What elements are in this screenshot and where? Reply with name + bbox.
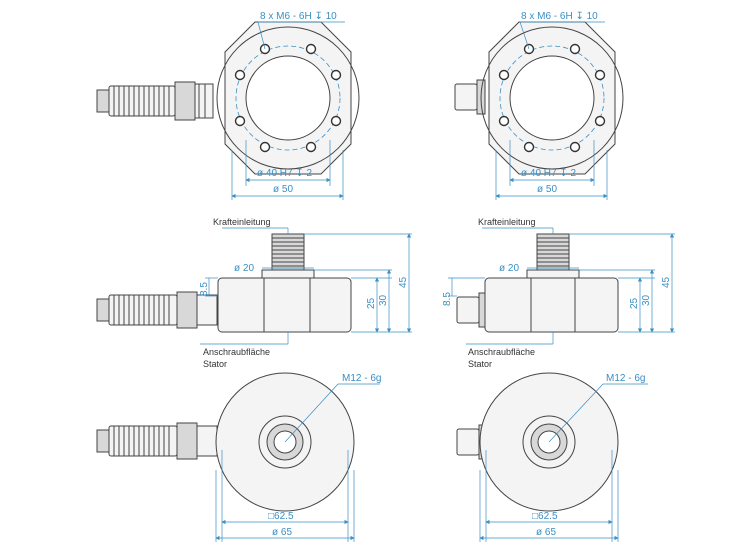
mounting-surface-label-left: Anschraubfläche	[203, 347, 270, 357]
body-side-left	[217, 277, 352, 333]
side-view-left: Krafteinleitung ø 20 8.5 25 30 45 Anschr…	[96, 217, 412, 369]
cable-gland-left	[96, 81, 214, 121]
dim-45-label-right: 45	[661, 276, 672, 288]
stator-label-right: Stator	[468, 359, 492, 369]
bolt-holes-right	[498, 43, 606, 153]
force-input-label-right: Krafteinleitung	[478, 217, 536, 227]
thread-holes-label-left: 8 x M6 - 6H ↧ 10	[260, 11, 337, 22]
body-side-right	[484, 277, 619, 333]
bore-label-left: ø 40 H7 ↧ 2	[257, 168, 313, 179]
square-62-5-label-right: □62.5	[532, 511, 558, 522]
dim-30-label-right: 30	[641, 294, 652, 306]
bolt-circle-left	[235, 45, 341, 151]
connector-right-top	[454, 79, 486, 115]
cable-side-left	[96, 291, 218, 329]
dim-30-label-left: 30	[378, 294, 389, 306]
top-view-right: 8 x M6 - 6H ↧ 10 ø 40 H7 ↧ 2 ø 50	[454, 11, 624, 200]
mounting-surface-label-right: Anschraubfläche	[468, 347, 535, 357]
dim-8-5-label-left: 8.5	[199, 282, 210, 296]
bore-right	[509, 55, 595, 141]
threaded-stud-left	[261, 233, 315, 279]
connector-side-right	[456, 292, 486, 328]
cable-bottom-left	[96, 422, 218, 460]
bottom-view-left: M12 - 6g □62.5 ø 65	[96, 372, 381, 542]
bolt-holes-left	[234, 43, 342, 153]
dim-25-label-left: 25	[366, 297, 377, 309]
stator-label-left: Stator	[203, 359, 227, 369]
square-62-5-label-left: □62.5	[268, 511, 294, 522]
flange-circle-left	[216, 26, 360, 170]
thread-holes-label-right: 8 x M6 - 6H ↧ 10	[521, 11, 598, 22]
bottom-view-right: M12 - 6g □62.5 ø 65	[456, 372, 648, 542]
dia-20-label-right: ø 20	[499, 263, 519, 274]
bore-left	[245, 55, 331, 141]
top-view-left: 8 x M6 - 6H ↧ 10 ø 40 H7 ↧ 2 ø 50	[96, 11, 360, 200]
center-thread-label-right: M12 - 6g	[606, 373, 645, 384]
dim-8-5-label-right: 8.5	[442, 292, 453, 306]
center-thread-label-left: M12 - 6g	[342, 373, 381, 384]
dim-45-label-left: 45	[398, 276, 409, 288]
dia-50-label-right: ø 50	[537, 184, 557, 195]
dia-20-label-left: ø 20	[234, 263, 254, 274]
side-view-right: Krafteinleitung ø 20 8.5 25 30 45 Anschr…	[442, 217, 675, 369]
force-input-label-left: Krafteinleitung	[213, 217, 271, 227]
threaded-stud-right	[526, 233, 580, 279]
dim-25-label-right: 25	[629, 297, 640, 309]
dia-50-label-left: ø 50	[273, 184, 293, 195]
dia-65-label-left: ø 65	[272, 527, 292, 538]
bore-label-right: ø 40 H7 ↧ 2	[521, 168, 577, 179]
dia-65-label-right: ø 65	[536, 527, 556, 538]
